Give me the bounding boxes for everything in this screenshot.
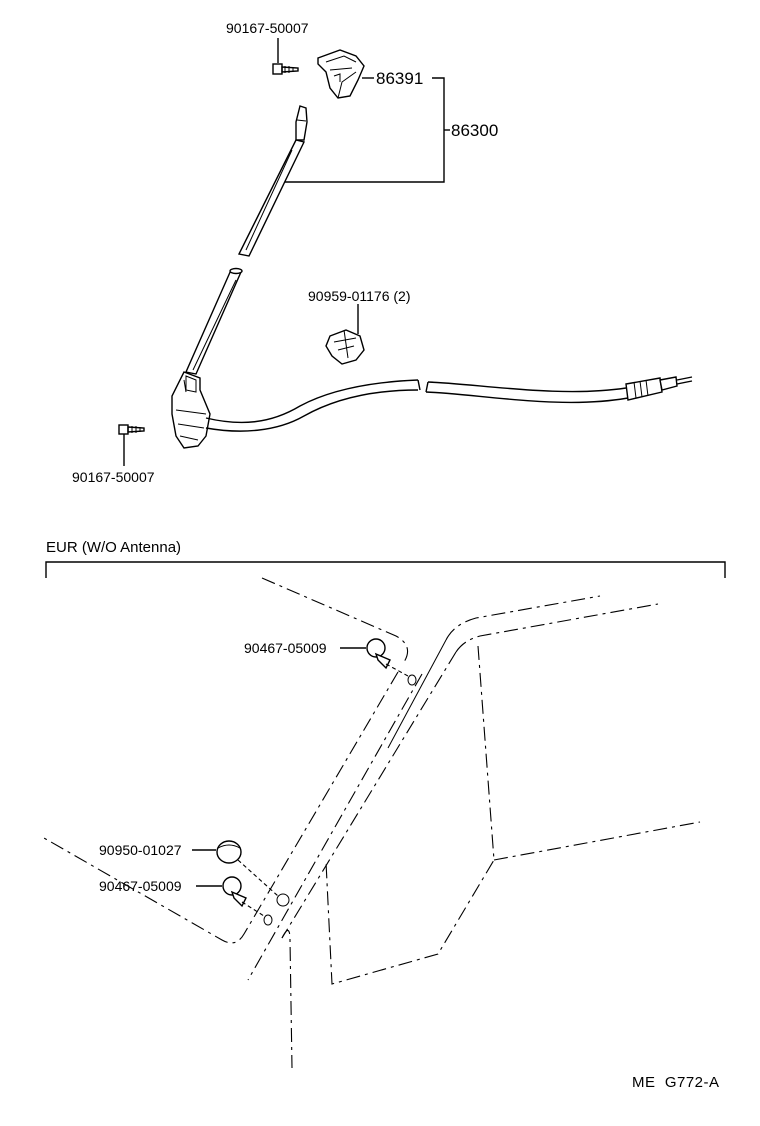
section-bracket bbox=[45, 561, 726, 578]
drawing-code: ME G772-A bbox=[632, 1074, 720, 1091]
coax-plug-icon bbox=[625, 376, 693, 401]
clip-lower-label: 90467-05009 bbox=[99, 878, 182, 894]
screw-bottom-icon bbox=[118, 424, 145, 435]
antenna-assy-label: 86300 bbox=[451, 121, 498, 140]
assembly-bracket-leader bbox=[282, 77, 450, 183]
clamp-label: 90959-01176 (2) bbox=[308, 288, 410, 304]
clip-upper-label: 90467-05009 bbox=[244, 640, 327, 656]
coax-cable-icon bbox=[205, 379, 629, 432]
plug-label: 90950-01027 bbox=[99, 842, 182, 858]
clip-upper-icon bbox=[366, 638, 391, 670]
bracket-icon bbox=[317, 49, 365, 99]
section-title: EUR (W/O Antenna) bbox=[46, 539, 181, 556]
screw-bottom-label: 90167-50007 bbox=[72, 469, 155, 485]
antenna-base-icon bbox=[171, 371, 211, 449]
clip-lower-icon bbox=[222, 876, 247, 908]
clamp-icon bbox=[325, 329, 365, 365]
screw-top-label: 90167-50007 bbox=[226, 20, 309, 36]
bracket-label: 86391 bbox=[376, 69, 423, 88]
screw-top-icon bbox=[272, 63, 299, 75]
vehicle-body-outline bbox=[43, 577, 701, 1069]
antenna-mast-icon bbox=[185, 105, 308, 375]
plug-icon bbox=[216, 840, 242, 864]
